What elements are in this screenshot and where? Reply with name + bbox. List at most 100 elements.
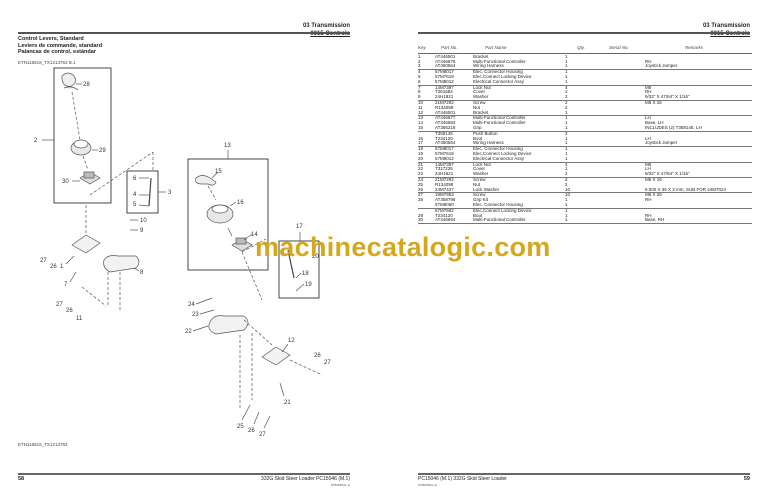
cell-key: 23: [418, 171, 424, 177]
cell-name: Nut: [473, 181, 481, 187]
cell-remarks: Base, RH: [645, 217, 665, 223]
cell-part: R134098: [435, 181, 454, 187]
cell-key: 22: [418, 166, 424, 172]
cell-remarks: LH: [645, 115, 651, 121]
cell-qty: 4: [565, 84, 568, 90]
callout-7: 7: [64, 282, 68, 288]
cell-part: AT385218: [435, 124, 456, 130]
cell-name: Cover: [473, 166, 486, 172]
cell-remarks: [633, 157, 752, 162]
cell-part: 21M7292: [435, 99, 454, 105]
exploded-parts-diagram: 2 28 29 30 3 6 4 5 10 9: [34, 67, 331, 438]
cell-name: Elec.Connect Locking Device: [473, 150, 532, 156]
callout-9: 9: [140, 228, 144, 234]
section-header: 03 Transmission 0315 Controls: [703, 22, 750, 38]
callout-27c: 27: [324, 360, 331, 366]
callout-28: 28: [83, 82, 90, 88]
col-part-no: Part No.: [441, 45, 458, 50]
cell-qty: 2: [565, 181, 568, 187]
callout-20: 20: [312, 254, 319, 260]
cell-key: 10: [418, 99, 424, 105]
cell-qty: 1: [565, 212, 568, 218]
callout-19: 19: [305, 282, 312, 288]
cell-qty: 2: [565, 171, 568, 177]
cell-qty: 1: [565, 109, 568, 115]
footer-code: ST86656(G-1): [330, 483, 350, 487]
cell-key: 6: [418, 78, 421, 84]
cell-qty: 1: [565, 63, 568, 69]
cell-name: Electrical Connector Assy: [473, 155, 525, 161]
callout-6: 6: [133, 176, 137, 182]
callout-3: 3: [168, 190, 172, 196]
cell-name: Grip: [473, 124, 482, 130]
callout-26b: 26: [66, 308, 73, 314]
cell-remarks: [633, 111, 752, 116]
left-page: 03 Transmission 0315 Controls Control Le…: [18, 22, 350, 488]
cell-part: 57M8012: [435, 78, 454, 84]
cell-key: 13: [418, 115, 424, 121]
page-number: 59: [743, 476, 750, 482]
cell-name: Elec.Connect Locking Device: [473, 73, 532, 79]
header-rule: [418, 32, 750, 34]
callout-23: 23: [192, 312, 199, 318]
cell-remarks: Joystick Jumper: [645, 140, 678, 146]
cell-key: 18: [418, 146, 424, 152]
section-header: 03 Transmission 0315 Controls: [303, 22, 350, 38]
callout-27b: 27: [56, 302, 63, 308]
cell-key: 25: [418, 181, 424, 187]
lh-harness-box: [278, 240, 320, 299]
cell-key: 5: [418, 73, 421, 79]
cell-name: Lock Nut: [473, 161, 491, 167]
cell-qty: 1: [565, 146, 568, 152]
cell-part: 57M8012: [435, 155, 454, 161]
cell-name: Washer: [473, 94, 489, 100]
footer-rule: [418, 473, 750, 475]
subsection-title: 0315 Controls: [310, 31, 350, 37]
cell-qty: 1: [565, 124, 568, 130]
cell-remarks: 9/32" X 47/64" X 1/16": [645, 94, 690, 100]
cell-qty: 1: [565, 207, 568, 213]
cell-part: 57M7582: [435, 207, 454, 213]
callout-16: 16: [237, 200, 244, 206]
callout-26c: 26: [314, 353, 321, 359]
rh-controller-box: [53, 67, 112, 204]
cell-qty: 1: [565, 197, 568, 203]
footer-text: PC15046 (M.1) 332G Skid Steer Loader ST8…: [418, 476, 507, 488]
cell-qty: 10: [565, 192, 571, 198]
cell-qty: 4: [565, 161, 568, 167]
col-qty: Qty.: [577, 45, 585, 50]
cell-remarks: RH: [645, 89, 652, 95]
callout-18: 18: [302, 271, 309, 277]
cell-qty: 2: [565, 104, 568, 110]
cell-key: 27: [418, 192, 424, 198]
cell-part: 24H1821: [435, 94, 454, 100]
cell-qty: 1: [565, 155, 568, 161]
cell-key: 19: [418, 150, 424, 156]
cell-serial: [597, 218, 633, 223]
table-row: 25 R134098 Nut 2: [418, 181, 752, 188]
figure-id-bottom: ETN116519_TX1213763: [18, 442, 68, 447]
footer-text: 332G Skid Steer Loader PC15046 (M.1) ST8…: [261, 476, 350, 488]
cell-qty: 2: [565, 94, 568, 100]
footer-rule: [18, 473, 350, 475]
cell-part: 19M7953: [435, 192, 454, 198]
